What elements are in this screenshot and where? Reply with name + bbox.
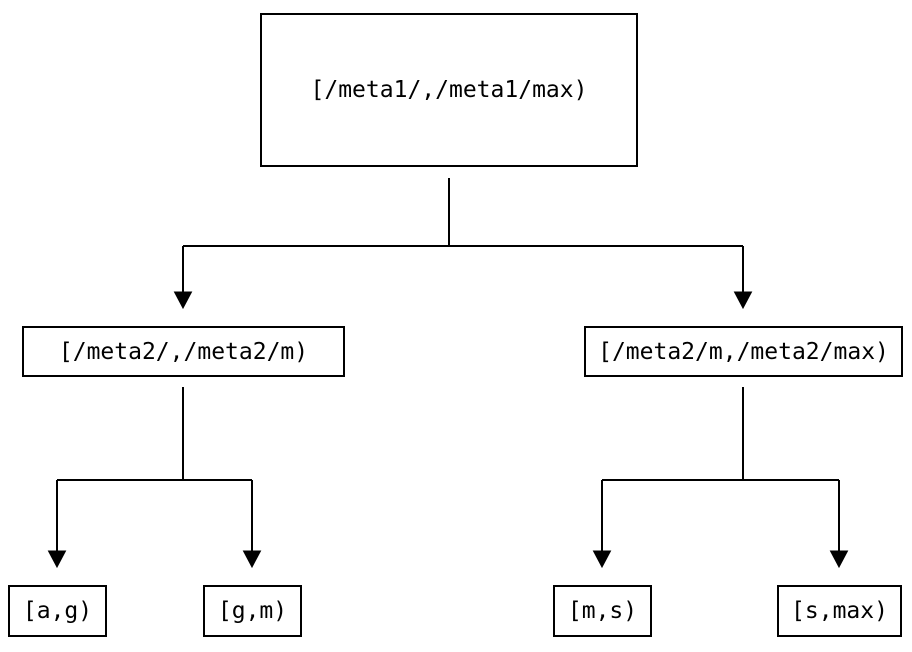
edge-root-to-children	[182, 178, 744, 292]
arrowhead-icon	[829, 550, 849, 569]
arrowhead-icon	[733, 291, 753, 310]
arrowhead-icon	[47, 550, 67, 569]
node-meta2-high-label: [/meta2/m,/meta2/max)	[598, 338, 889, 365]
node-leaf-ag-label: [a,g)	[22, 598, 93, 624]
node-leaf-ag: [a,g)	[8, 585, 107, 637]
node-leaf-ms-label: [m,s)	[567, 598, 638, 624]
arrowhead-icon	[173, 291, 193, 310]
node-root: [/meta1/,/meta1/max)	[260, 13, 638, 167]
node-leaf-gm-label: [g,m)	[217, 598, 288, 624]
node-meta2-low-label: [/meta2/,/meta2/m)	[58, 338, 309, 365]
node-leaf-smax: [s,max)	[777, 585, 902, 637]
node-meta2-low: [/meta2/,/meta2/m)	[22, 326, 345, 377]
node-leaf-gm: [g,m)	[203, 585, 302, 637]
node-leaf-ms: [m,s)	[553, 585, 652, 637]
arrowhead-icon	[242, 550, 262, 569]
edge-right-to-leaves	[601, 387, 840, 551]
edge-left-to-leaves	[56, 387, 253, 551]
arrowhead-icon	[592, 550, 612, 569]
node-meta2-high: [/meta2/m,/meta2/max)	[584, 326, 903, 377]
node-root-label: [/meta1/,/meta1/max)	[310, 77, 588, 103]
node-leaf-smax-label: [s,max)	[791, 598, 888, 624]
